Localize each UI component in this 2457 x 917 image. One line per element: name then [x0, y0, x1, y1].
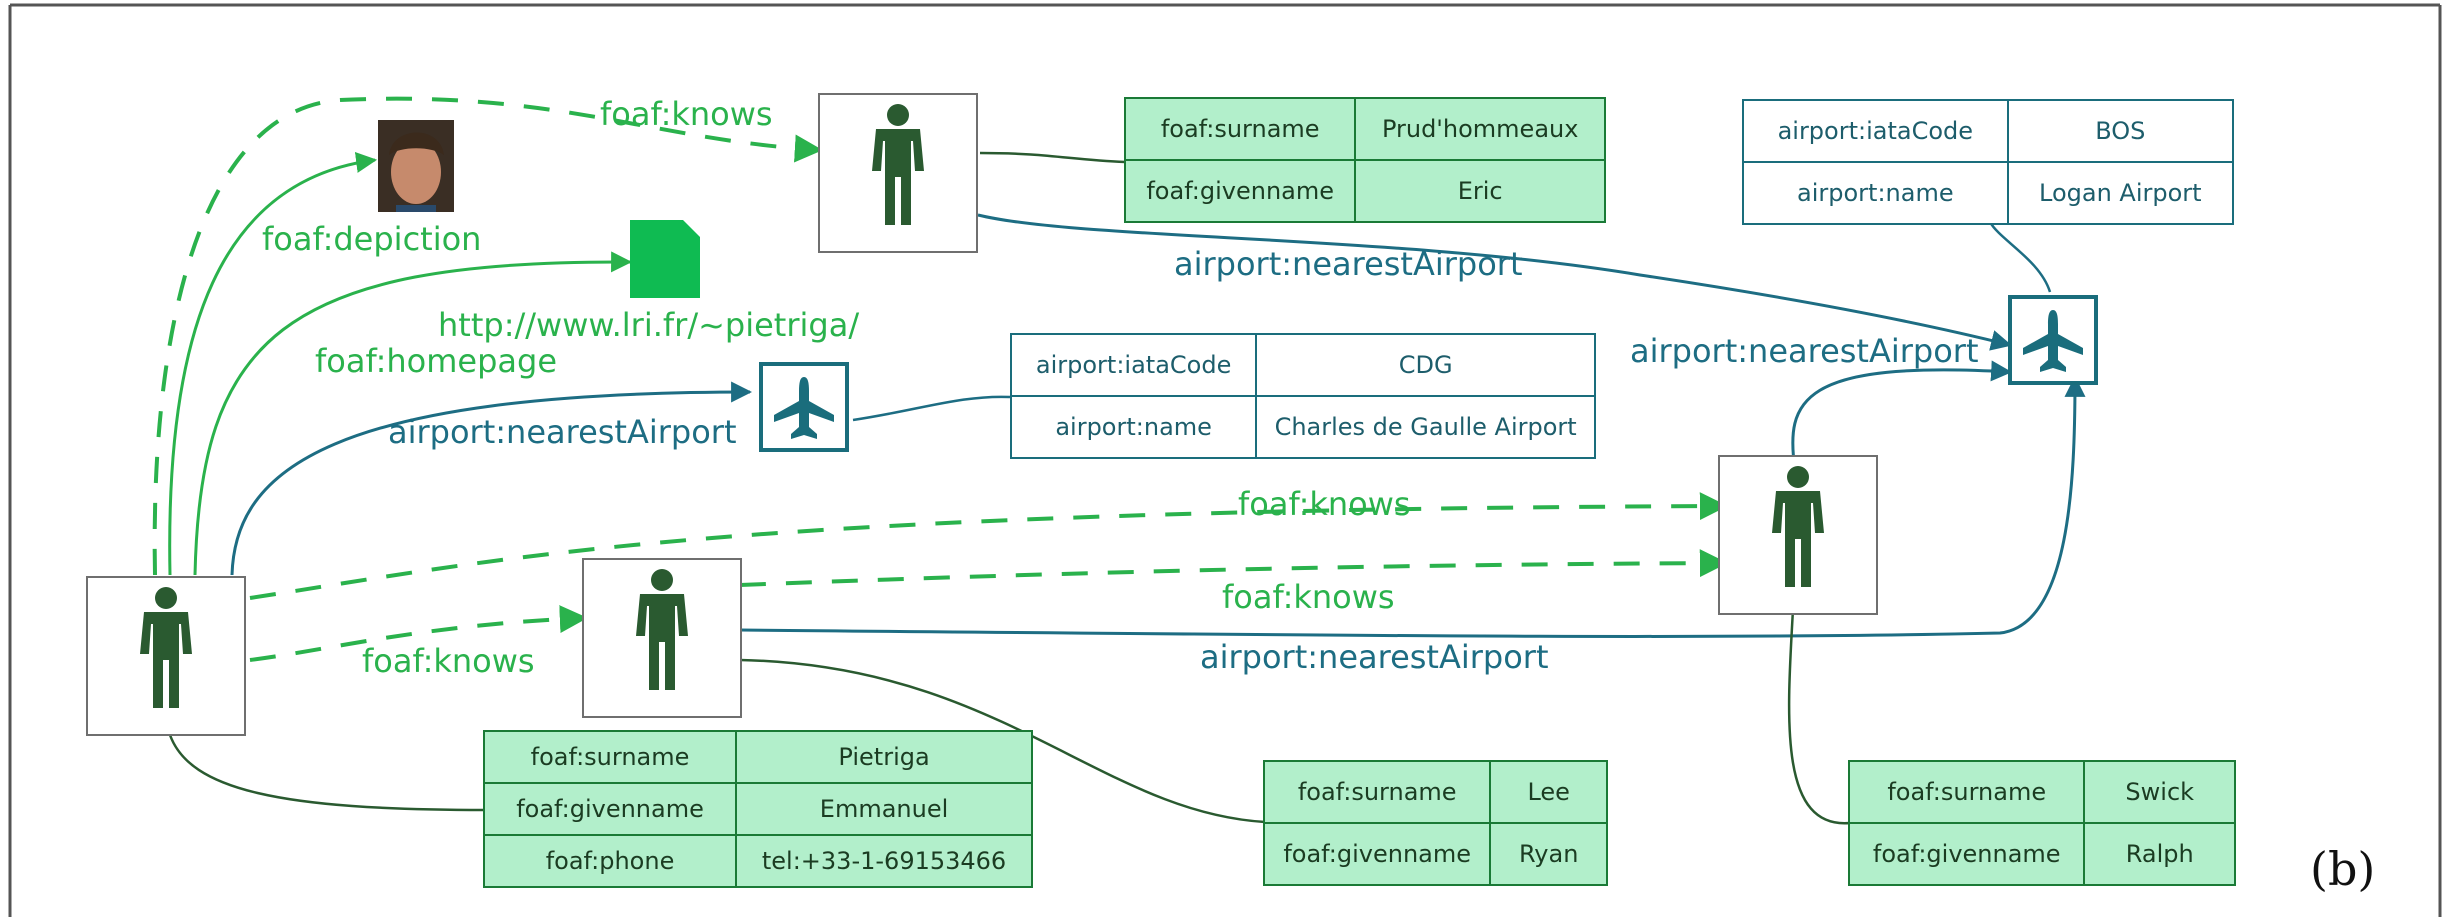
label-knows-mid1: foaf:knows: [1238, 485, 1411, 523]
property-cell: airport:name: [1009, 395, 1258, 459]
edge-eric-record: [979, 151, 1126, 164]
property-cell: foaf:givenname: [1847, 822, 2086, 886]
property-cell: airport:iataCode: [1742, 99, 2009, 163]
airport-node-cdg[interactable]: [759, 362, 849, 452]
label-knows-mid2: foaf:knows: [1222, 578, 1395, 616]
edge-knows-ralph-2: [739, 549, 1728, 587]
value-cell: Ralph: [2083, 822, 2236, 886]
person-node-ralph[interactable]: [1718, 455, 1878, 615]
depiction-photo: [378, 120, 454, 212]
edge-homepage: [193, 251, 633, 576]
value-cell: CDG: [1255, 333, 1596, 397]
value-cell: Ryan: [1489, 822, 1608, 886]
value-cell: Emmanuel: [735, 782, 1033, 836]
label-knows-ryan: foaf:knows: [362, 642, 535, 680]
edge-bos-record: [1988, 221, 2052, 293]
edge-depiction: [168, 152, 378, 576]
plane-icon: [2023, 310, 2083, 372]
edge-knows-ralph-1: [249, 492, 1728, 600]
edge-knows-ryan: [249, 605, 588, 662]
property-cell: airport:name: [1742, 161, 2009, 225]
value-cell: BOS: [2006, 99, 2235, 163]
value-cell: Pietriga: [735, 730, 1033, 784]
panel-label: (b): [2310, 842, 2375, 896]
edge-nearest-cdg: [230, 381, 753, 576]
edge-nearest-ryan: [739, 375, 2086, 638]
person-icon: [872, 104, 924, 225]
edge-lee-record: [739, 658, 1266, 824]
edge-nearest-ralph: [1791, 360, 2013, 471]
value-cell: Prud'hommeaux: [1354, 97, 1606, 161]
airport-node-bos[interactable]: [2008, 295, 2098, 385]
edge-nearest-eric: [977, 213, 2013, 351]
value-cell: Charles de Gaulle Airport: [1255, 395, 1596, 459]
value-cell: Logan Airport: [2006, 161, 2235, 225]
document-icon: [630, 220, 700, 298]
value-cell: tel:+33-1-69153466: [735, 834, 1033, 888]
edge-cdg-record: [852, 395, 1011, 422]
property-cell: foaf:surname: [482, 730, 738, 784]
plane-icon: [774, 377, 834, 439]
value-cell: Swick: [2083, 760, 2236, 824]
person-node-pietriga[interactable]: [86, 576, 246, 736]
label-depiction: foaf:depiction: [262, 220, 481, 258]
label-homepage-url: http://www.lri.fr/~pietriga/: [438, 306, 859, 344]
label-homepage: foaf:homepage: [315, 342, 557, 380]
value-cell: Eric: [1354, 159, 1606, 223]
person-icon: [636, 569, 688, 690]
label-nearest-ralph: airport:nearestAirport: [1630, 332, 1979, 370]
edge-knows-eric: [152, 96, 823, 576]
person-node-ryan[interactable]: [582, 558, 742, 718]
person-node-eric[interactable]: [818, 93, 978, 253]
label-nearest-ryan: airport:nearestAirport: [1200, 638, 1549, 676]
property-cell: foaf:surname: [1123, 97, 1357, 161]
label-knows-top: foaf:knows: [600, 95, 773, 133]
property-cell: foaf:surname: [1262, 760, 1492, 824]
person-icon: [1772, 466, 1824, 587]
label-nearest-eric: airport:nearestAirport: [1174, 245, 1523, 283]
edge-pietriga-record: [168, 734, 486, 812]
value-cell: Lee: [1489, 760, 1608, 824]
edge-swick-record: [1787, 569, 1851, 825]
person-icon: [140, 587, 192, 708]
property-cell: airport:iataCode: [1009, 333, 1258, 397]
property-cell: foaf:phone: [482, 834, 738, 888]
property-cell: foaf:surname: [1847, 760, 2086, 824]
property-cell: foaf:givenname: [1262, 822, 1492, 886]
property-cell: foaf:givenname: [1123, 159, 1357, 223]
label-nearest-cdg: airport:nearestAirport: [388, 413, 737, 451]
property-cell: foaf:givenname: [482, 782, 738, 836]
